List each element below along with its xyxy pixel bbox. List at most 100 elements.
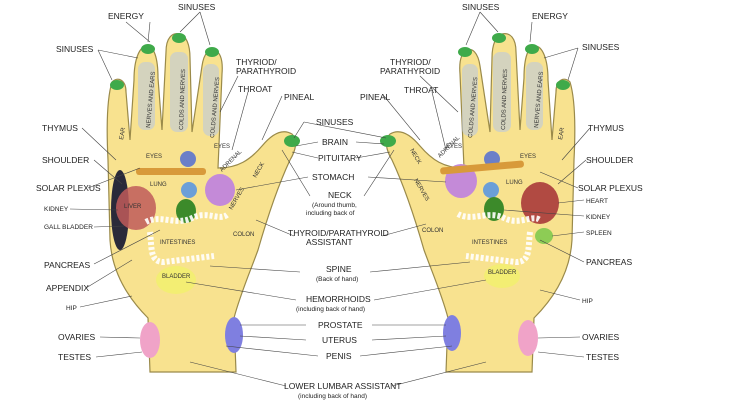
label-ovaries-left: OVARIES — [58, 332, 95, 342]
left-finger-band-3 — [203, 64, 219, 136]
label-thymus-right: THYMUS — [588, 123, 624, 133]
label-hemorrhoids-center: HEMORRHOIDS — [306, 294, 371, 304]
right-finger-band-1 — [462, 64, 478, 136]
label-sinuses-center: SINUSES — [316, 117, 354, 127]
left-hand: EAR NERVES AND EARS COLDS AND NERVES COL… — [106, 33, 300, 373]
label-sinuses-top-left: SINUSES — [178, 2, 216, 12]
right-uterus-zone — [443, 315, 461, 351]
left-ring-tip — [141, 44, 155, 54]
label-thyroid-assistant-l2: ASSISTANT — [306, 237, 353, 247]
label-thyroid-right-l1: THYRIOD/ — [390, 57, 431, 67]
label-shoulder-right: SHOULDER — [586, 155, 633, 165]
label-prostate-center: PROSTATE — [318, 320, 363, 330]
right-lung-text: LUNG — [506, 180, 523, 186]
right-eyes-text-2: EYES — [520, 154, 536, 160]
left-finger-band-2 — [170, 52, 188, 132]
label-sinuses-top-right: SINUSES — [462, 2, 500, 12]
label-neck-sub-l1: (Around thumb, — [312, 202, 357, 209]
label-solar-plexus-right: SOLAR PLEXUS — [578, 183, 643, 193]
label-pineal-left: PINEAL — [284, 92, 315, 102]
right-eyes-text: EYES — [446, 144, 462, 150]
right-thumb-tip — [380, 135, 396, 147]
label-hemorrhoids-sub: (including back of hand) — [296, 306, 365, 313]
label-shoulder-left: SHOULDER — [42, 155, 89, 165]
leader-lines — [69, 11, 591, 387]
label-sinuses-right: SINUSES — [582, 42, 620, 52]
label-hip-left: HIP — [66, 305, 77, 312]
label-thyroid-left-l2: PARATHYROID — [236, 66, 296, 76]
left-middle-tip — [172, 33, 186, 43]
right-colds-nerves-text-2: COLDS AND NERVES — [501, 69, 509, 130]
label-thyroid-left-l1: THYRIOD/ — [236, 57, 277, 67]
left-ear-text: EAR — [119, 126, 127, 140]
label-lower-lumbar: LOWER LUMBAR ASSISTANT — [284, 381, 401, 391]
label-testes-right: TESTES — [586, 352, 619, 362]
right-ovaries-zone — [518, 320, 538, 356]
right-bladder-text: BLADDER — [488, 270, 517, 276]
left-thumb-tip — [284, 135, 300, 147]
label-thyroid-left: THYRIOD/ PARATHYROID — [236, 57, 296, 76]
left-lung-text: LUNG — [150, 182, 167, 188]
left-finger-band-1 — [138, 62, 155, 130]
label-pancreas-left: PANCREAS — [44, 260, 90, 270]
label-spleen-right: SPLEEN — [586, 230, 612, 237]
label-sinuses-left: SINUSES — [56, 44, 94, 54]
right-shoulder-bar — [440, 160, 524, 175]
right-bladder — [484, 264, 520, 288]
left-colds-nerves-text: COLDS AND NERVES — [179, 69, 187, 130]
label-lower-lumbar-sub: (including back of hand) — [298, 393, 367, 400]
right-intestines — [456, 211, 542, 266]
label-thymus-left: THYMUS — [42, 123, 78, 133]
labels: ENERGY SINUSES SINUSES THYRIOD/ PARATHYR… — [36, 2, 643, 400]
label-thyroid-right-l2: PARATHYROID — [380, 66, 440, 76]
left-bladder-text: BLADDER — [162, 274, 191, 280]
right-colon-text: COLON — [422, 228, 443, 234]
left-index-tip — [205, 47, 219, 57]
right-spleen — [535, 228, 553, 244]
label-appendix-left: APPENDIX — [46, 283, 89, 293]
right-ring-tip — [525, 44, 539, 54]
left-shoulder-bar — [136, 168, 206, 175]
label-uterus-center: UTERUS — [322, 335, 357, 345]
label-neck-center: NECK — [328, 190, 352, 200]
label-ovaries-right: OVARIES — [582, 332, 619, 342]
left-liver-text: LIVER — [124, 204, 142, 210]
label-testes-left: TESTES — [58, 352, 91, 362]
right-hand: COLDS AND NERVES COLDS AND NERVES NERVES… — [380, 33, 576, 373]
left-pituitary-dot — [180, 151, 196, 167]
right-ear-text: EAR — [558, 126, 566, 140]
right-middle-tip — [492, 33, 506, 43]
left-colds-nerves-text-2: COLDS AND NERVES — [210, 77, 221, 138]
left-pinky-tip — [110, 80, 124, 90]
left-stomach — [205, 174, 235, 206]
label-thyroid-right: THYRIOD/ PARATHYROID — [380, 57, 440, 76]
label-neck-sub: (Around thumb, including back of — [306, 202, 359, 217]
label-heart-right: HEART — [586, 198, 608, 205]
right-index-tip — [458, 47, 472, 57]
right-finger-band-2 — [493, 52, 511, 132]
label-energy-right: ENERGY — [532, 11, 568, 21]
label-penis-center: PENIS — [326, 351, 352, 361]
label-solar-plexus-left: SOLAR PLEXUS — [36, 183, 101, 193]
label-thyroid-assistant-l1: THYROID/PARATHYROID — [288, 228, 389, 238]
right-pinky-tip — [556, 80, 570, 90]
label-hip-right: HIP — [582, 298, 593, 305]
right-intestines-text: INTESTINES — [472, 240, 507, 246]
right-solar-dot — [483, 182, 499, 198]
left-nerves-ears-text: NERVES AND EARS — [146, 71, 157, 128]
right-colds-nerves-text: COLDS AND NERVES — [468, 77, 479, 138]
right-nerves-ears-text: NERVES AND EARS — [534, 71, 545, 128]
left-uterus-zone — [225, 317, 243, 353]
left-intestines — [144, 211, 231, 266]
left-ovaries-zone — [140, 322, 160, 358]
left-eyes-text-2: EYES — [214, 144, 230, 150]
label-throat-right: THROAT — [404, 85, 438, 95]
label-neck-sub-l2: including back of — [306, 210, 355, 217]
left-intestines-text: INTESTINES — [160, 240, 195, 246]
label-throat-left: THROAT — [238, 84, 272, 94]
label-pineal-right: PINEAL — [360, 92, 391, 102]
label-kidney-left: KIDNEY — [44, 206, 69, 213]
label-energy-left: ENERGY — [108, 11, 144, 21]
label-stomach-center: STOMACH — [312, 172, 354, 182]
